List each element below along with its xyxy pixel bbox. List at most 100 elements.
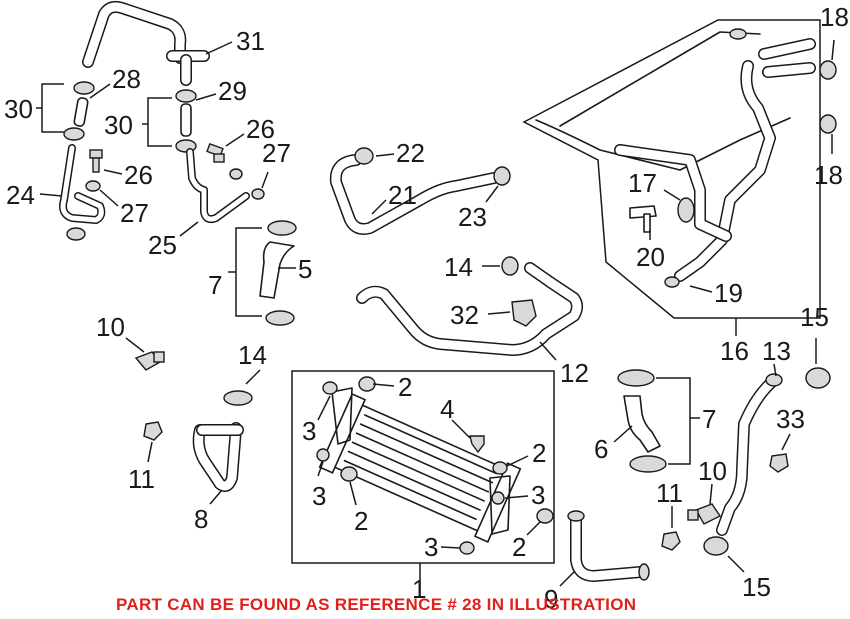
callout-4: 4 [440, 394, 454, 424]
hose-clamp [493, 166, 511, 186]
callout-12: 12 [560, 358, 589, 388]
hose-clamp [265, 310, 295, 326]
callout-26: 26 [246, 114, 275, 144]
fitting-20 [629, 205, 657, 219]
hose-6 [623, 395, 661, 453]
pipe-end [567, 510, 585, 522]
radiator-frame-box [291, 370, 555, 564]
clip-32 [511, 299, 537, 327]
callout-32: 32 [450, 300, 479, 330]
sensor-10-tip [153, 351, 165, 363]
callout-3: 3 [531, 480, 545, 510]
hose-clamp [63, 127, 85, 141]
sensor-10-tip [687, 509, 699, 521]
hose-end [765, 373, 783, 387]
callout-23: 23 [458, 202, 487, 232]
callout-28: 28 [112, 64, 141, 94]
hose-clamp [819, 114, 837, 134]
callout-21: 21 [388, 180, 417, 210]
callout-3: 3 [424, 532, 438, 562]
callout-7: 7 [702, 404, 716, 434]
callout-8: 8 [194, 504, 208, 534]
callout-13: 13 [762, 336, 791, 366]
hose-29 [180, 103, 192, 137]
callout-25: 25 [148, 230, 177, 260]
callout-33: 33 [776, 404, 805, 434]
hose-clamp [617, 369, 655, 387]
callout-11: 11 [656, 478, 683, 508]
grommet-3 [459, 541, 475, 555]
clip-33 [769, 453, 789, 473]
bolt-26 [89, 149, 103, 159]
callout-3: 3 [302, 416, 316, 446]
reservoir-top [559, 31, 761, 127]
grommet-3 [491, 491, 505, 505]
hose-clamp [703, 536, 729, 556]
fitting-20-stem [643, 213, 651, 233]
callout-18: 18 [820, 2, 849, 32]
callout-5: 5 [298, 254, 312, 284]
hose-clamp [267, 220, 297, 236]
grommet-2 [492, 461, 508, 475]
reference-note: PART CAN BE FOUND AS REFERENCE # 28 IN I… [116, 595, 636, 614]
callout-1: 1 [412, 574, 426, 604]
callout-22: 22 [396, 138, 425, 168]
callout-26: 26 [124, 160, 153, 190]
washer-27 [229, 168, 243, 180]
callout-7: 7 [208, 270, 222, 300]
grommet-2 [340, 466, 358, 482]
hose-end [729, 28, 747, 40]
callout-2: 2 [512, 532, 526, 562]
grommet-3 [316, 448, 330, 462]
callout-16: 16 [720, 336, 749, 366]
callout-2: 2 [354, 506, 368, 536]
reservoir-group: 19 20 17 18 18 16 [522, 2, 849, 366]
callout-10: 10 [96, 312, 125, 342]
hose-clamp [223, 390, 253, 406]
callout-30: 30 [104, 110, 133, 140]
hose-clamp [501, 256, 519, 276]
grommet-3 [322, 381, 338, 395]
callout-19: 19 [714, 278, 743, 308]
hose-clamp [677, 197, 695, 223]
radiator-group: 2 3 4 2 3 3 2 2 3 1 [291, 370, 555, 604]
nut-11 [143, 421, 163, 441]
sensor-10 [694, 503, 722, 525]
callout-29: 29 [218, 76, 247, 106]
pipe-end [638, 563, 650, 581]
callout-17: 17 [628, 168, 657, 198]
nut-11 [661, 531, 681, 551]
callout-14: 14 [444, 252, 473, 282]
callout-27: 27 [120, 198, 149, 228]
callout-15: 15 [742, 572, 771, 602]
callout-14: 14 [238, 340, 267, 370]
hose-clamp [354, 147, 374, 165]
hose-5-group: 5 7 [208, 220, 312, 326]
left-lower-group: 10 11 14 8 [96, 312, 267, 534]
callout-6: 6 [594, 434, 608, 464]
grommet-2 [358, 376, 376, 392]
right-lower-group: 11 10 13 15 15 33 [656, 302, 831, 602]
hose-clamp [629, 455, 667, 473]
reservoir-box [522, 19, 821, 319]
callout-24: 24 [6, 180, 35, 210]
callout-10: 10 [698, 456, 727, 486]
callout-31: 31 [236, 26, 265, 56]
callout-20: 20 [636, 242, 665, 272]
callout-18: 18 [814, 160, 843, 190]
hose-5 [259, 241, 295, 299]
pipe-9-group: 9 [544, 510, 650, 614]
hose-end [664, 276, 680, 288]
washer-27 [85, 180, 101, 192]
bolt-26-shank [92, 157, 100, 173]
callout-30: 30 [4, 94, 33, 124]
callout-11: 11 [128, 464, 155, 494]
callout-2: 2 [532, 438, 546, 468]
grommet-2 [536, 508, 554, 524]
hose-clamp [805, 367, 831, 389]
bolt-4 [469, 435, 485, 454]
bolt-26-shank [213, 153, 225, 163]
washer-27 [66, 227, 86, 241]
reservoir-edge [535, 117, 791, 171]
